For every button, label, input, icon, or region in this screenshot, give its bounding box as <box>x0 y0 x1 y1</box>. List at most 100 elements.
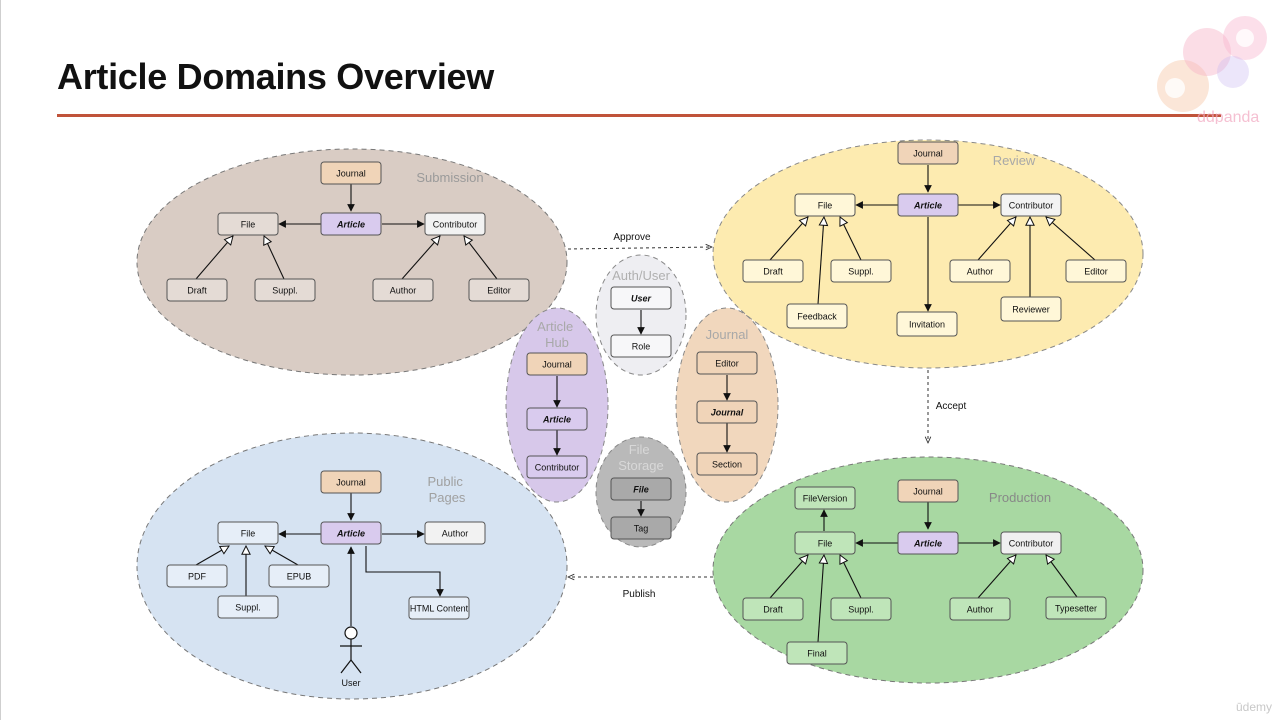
article-hub-node-contributor: Contributor <box>526 455 588 479</box>
auth-user-node-user-label: User <box>631 294 652 304</box>
review-node-invitation: Invitation <box>896 311 958 337</box>
frame-edge <box>0 0 1 720</box>
public-pages-node-html: HTML Content <box>408 596 470 620</box>
accept-label: Accept <box>936 401 967 412</box>
production-node-article-label: Article <box>913 539 942 549</box>
auth-user-node-role-label: Role <box>632 342 651 352</box>
production-node-file: File <box>794 531 856 555</box>
production-node-typesetter: Typesetter <box>1045 596 1107 620</box>
file-storage-title-line1: File <box>629 442 650 457</box>
journal-node-journal: Journal <box>696 400 758 424</box>
article-hub-node-article: Article <box>526 407 588 431</box>
article-hub-node-journal-label: Journal <box>542 360 572 370</box>
submission-node-journal-label: Journal <box>336 169 366 179</box>
ddpanda-logo: ddpanda <box>1157 16 1267 124</box>
review-node-editor: Editor <box>1065 259 1127 283</box>
review-node-draft-label: Draft <box>763 267 783 277</box>
submission-title: Submission <box>416 170 483 185</box>
review-node-contributor: Contributor <box>1000 193 1062 217</box>
review-node-feedback: Feedback <box>786 303 848 329</box>
journal-node-section: Section <box>696 452 758 476</box>
submission-node-article: Article <box>320 212 382 236</box>
journal-node-journal-label: Journal <box>711 408 744 418</box>
auth-user-title: Auth/User <box>612 268 670 283</box>
public-pages-node-author-label: Author <box>442 529 469 539</box>
journal-node-editor: Editor <box>696 351 758 375</box>
file-storage-node-tag: Tag <box>610 516 672 540</box>
production-node-journal-label: Journal <box>913 487 943 497</box>
file-storage-title: File Storage <box>618 442 664 473</box>
review-node-suppl: Suppl. <box>830 259 892 283</box>
publish-label: Publish <box>623 589 656 600</box>
review-node-contributor-label: Contributor <box>1009 201 1054 211</box>
public-pages-node-epub: EPUB <box>268 564 330 588</box>
production-node-fileversion: FileVersion <box>794 486 856 510</box>
review-node-author-label: Author <box>967 267 994 277</box>
submission-domain <box>136 148 568 376</box>
article-hub-title-line2: Hub <box>545 335 569 350</box>
public-pages-title-line2: Pages <box>429 490 466 505</box>
journal-node-section-label: Section <box>712 460 742 470</box>
production-node-fileversion-label: FileVersion <box>803 494 848 504</box>
production-node-author: Author <box>949 597 1011 621</box>
logo-text: ddpanda <box>1197 109 1259 124</box>
production-title: Production <box>989 490 1051 505</box>
submission-node-contributor: Contributor <box>424 212 486 236</box>
public-pages-node-journal-label: Journal <box>336 478 366 488</box>
review-node-suppl-label: Suppl. <box>848 267 874 277</box>
article-hub-title-line1: Article <box>537 319 573 334</box>
public-pages-node-epub-label: EPUB <box>287 572 312 582</box>
review-node-reviewer-label: Reviewer <box>1012 305 1050 315</box>
relationship-lines <box>195 165 1096 643</box>
review-node-invitation-label: Invitation <box>909 320 945 330</box>
article-hub-node-journal: Journal <box>526 352 588 376</box>
production-node-suppl-label: Suppl. <box>848 605 874 615</box>
submission-node-suppl: Suppl. <box>254 278 316 302</box>
submission-node-draft: Draft <box>166 278 228 302</box>
article-hub-title: Article Hub <box>537 319 577 350</box>
public-pages-node-author: Author <box>424 521 486 545</box>
production-node-final-label: Final <box>807 649 827 659</box>
public-pages-node-file-label: File <box>241 529 256 539</box>
production-node-article: Article <box>897 531 959 555</box>
public-pages-title-line1: Public <box>427 474 463 489</box>
review-node-draft: Draft <box>742 259 804 283</box>
submission-node-contributor-label: Contributor <box>433 220 478 230</box>
udemy-watermark: ūdemy <box>1235 700 1272 714</box>
file-storage-node-file-label: File <box>633 485 649 495</box>
review-node-reviewer: Reviewer <box>1000 296 1062 322</box>
public-pages-node-journal: Journal <box>320 470 382 494</box>
journal-node-editor-label: Editor <box>715 359 739 369</box>
production-node-contributor: Contributor <box>1000 531 1062 555</box>
review-node-feedback-label: Feedback <box>797 312 837 322</box>
file-storage-node-tag-label: Tag <box>634 524 649 534</box>
title-underline <box>57 114 1221 117</box>
submission-node-file: File <box>217 212 279 236</box>
review-node-article-label: Article <box>913 201 942 211</box>
domain-relations <box>568 247 928 577</box>
public-pages-node-html-label: HTML Content <box>410 604 469 614</box>
submission-node-author: Author <box>372 278 434 302</box>
auth-user-node-role: Role <box>610 334 672 358</box>
submission-node-draft-label: Draft <box>187 286 207 296</box>
file-storage-node-file: File <box>610 477 672 501</box>
review-node-editor-label: Editor <box>1084 267 1108 277</box>
article-hub-node-contributor-label: Contributor <box>535 463 580 473</box>
auth-user-node-user: User <box>610 286 672 310</box>
user-actor <box>340 626 362 674</box>
article-hub-node-article-label: Article <box>542 415 571 425</box>
public-pages-node-suppl: Suppl. <box>217 595 279 619</box>
approve-label: Approve <box>613 232 651 243</box>
review-node-author: Author <box>949 259 1011 283</box>
public-pages-node-pdf-label: PDF <box>188 572 207 582</box>
public-pages-node-suppl-label: Suppl. <box>235 603 261 613</box>
page-title: Article Domains Overview <box>57 56 494 97</box>
submission-node-editor: Editor <box>468 278 530 302</box>
public-pages-node-article-label: Article <box>336 529 365 539</box>
file-storage-title-line2: Storage <box>618 458 664 473</box>
review-title: Review <box>993 153 1036 168</box>
submission-node-author-label: Author <box>390 286 417 296</box>
journal-domain-title: Journal <box>706 327 749 342</box>
